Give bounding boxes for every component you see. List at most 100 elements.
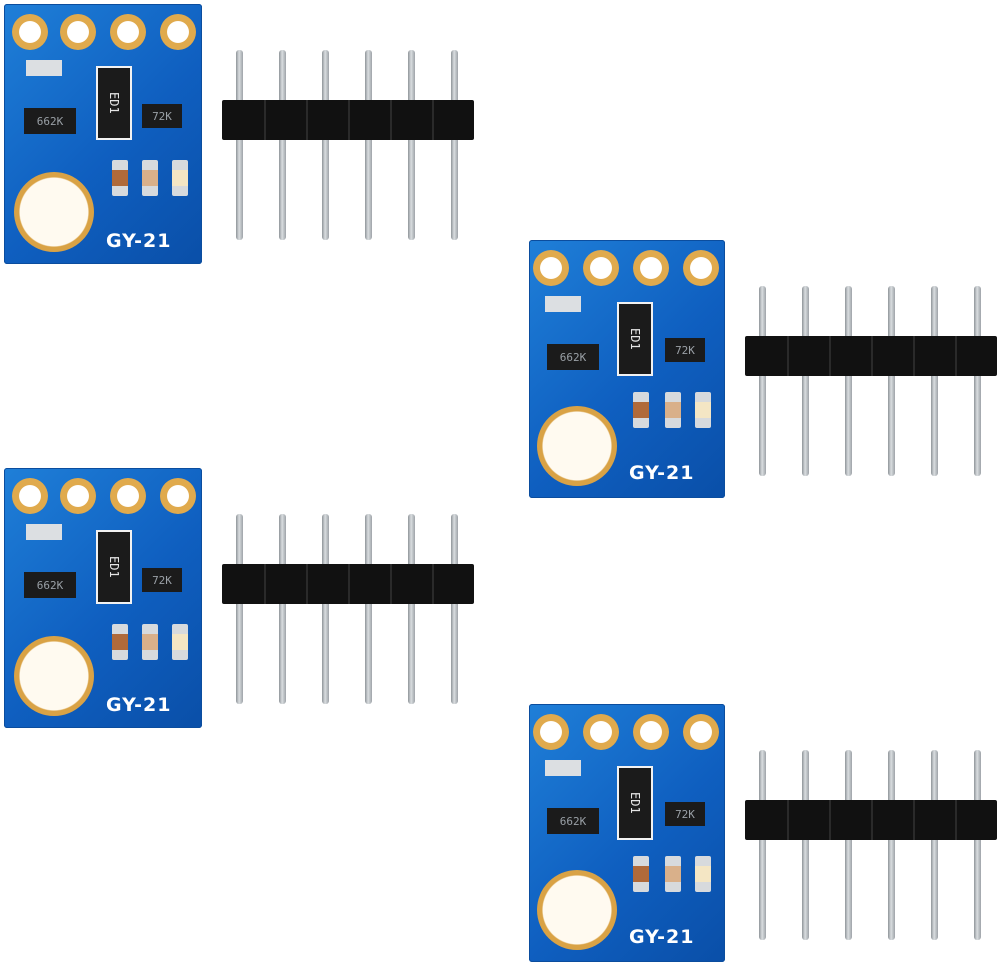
sensor-chip: ED1	[617, 766, 653, 840]
header-divider	[264, 100, 266, 140]
header-pin	[451, 514, 458, 704]
capacitor	[112, 160, 128, 196]
header-divider	[787, 800, 789, 840]
mosfet-chip: 72K	[142, 104, 182, 128]
header-pin	[322, 514, 329, 704]
header-divider	[787, 336, 789, 376]
solder-pad	[60, 14, 96, 50]
pin-header	[222, 50, 474, 240]
sensor-chip: ED1	[96, 530, 132, 604]
header-pin	[236, 514, 243, 704]
regulator-chip: 662K	[24, 572, 76, 598]
header-divider	[306, 100, 308, 140]
header-pin	[451, 50, 458, 240]
header-divider	[390, 100, 392, 140]
header-pin	[802, 750, 809, 940]
solder-pad	[683, 714, 719, 750]
chip-marking: 662K	[36, 114, 64, 128]
gy21-module-3: 662K ED1 72K GY-21	[4, 468, 474, 730]
solder-pad	[533, 714, 569, 750]
gy21-module-1: 662K ED1 72K GY-21	[4, 4, 474, 266]
header-pin	[845, 286, 852, 476]
pin-header	[222, 514, 474, 704]
header-divider	[913, 336, 915, 376]
header-divider	[955, 800, 957, 840]
solder-pad	[633, 250, 669, 286]
pcb-board: 662K ED1 72K GY-21	[4, 4, 202, 264]
header-pin	[759, 286, 766, 476]
chip-marking: ED1	[628, 792, 642, 814]
mounting-hole	[14, 636, 94, 716]
chip-marking: 72K	[152, 573, 172, 587]
header-divider	[390, 564, 392, 604]
chip-marking: 72K	[152, 109, 172, 123]
solder-pad	[60, 478, 96, 514]
header-divider	[432, 100, 434, 140]
header-pin	[365, 50, 372, 240]
header-pin	[279, 50, 286, 240]
header-pin	[888, 286, 895, 476]
header-pin	[974, 750, 981, 940]
solder-pad	[110, 14, 146, 50]
solder-pad	[12, 478, 48, 514]
resistor	[172, 160, 188, 196]
regulator-chip: 662K	[547, 344, 599, 370]
header-divider	[432, 564, 434, 604]
header-pin	[365, 514, 372, 704]
chip-marking: 72K	[675, 343, 695, 357]
chip-marking: 72K	[675, 807, 695, 821]
pcb-board: 662K ED1 72K GY-21	[4, 468, 202, 728]
chip-marking: 662K	[559, 350, 587, 364]
board-label: GY-21	[629, 926, 695, 948]
mounting-hole	[537, 406, 617, 486]
header-divider	[348, 100, 350, 140]
mosfet-chip: 72K	[665, 338, 705, 362]
solder-pad	[12, 14, 48, 50]
mosfet-chip: 72K	[665, 802, 705, 826]
board-label: GY-21	[629, 462, 695, 484]
board-label: GY-21	[106, 230, 172, 252]
header-pin	[759, 750, 766, 940]
chip-marking: ED1	[107, 556, 121, 578]
mounting-hole	[537, 870, 617, 950]
capacitor	[633, 856, 649, 892]
header-pin	[279, 514, 286, 704]
board-label: GY-21	[106, 694, 172, 716]
header-divider	[913, 800, 915, 840]
resistor	[142, 160, 158, 196]
smd-component	[545, 296, 581, 312]
solder-pad	[533, 250, 569, 286]
resistor	[695, 392, 711, 428]
chip-marking: ED1	[628, 328, 642, 350]
pcb-board: 662K ED1 72K GY-21	[529, 240, 725, 498]
header-pin	[322, 50, 329, 240]
solder-pad	[110, 478, 146, 514]
regulator-chip: 662K	[547, 808, 599, 834]
header-divider	[348, 564, 350, 604]
gy21-module-2: 662K ED1 72K GY-21	[529, 240, 999, 502]
resistor	[695, 856, 711, 892]
header-pin	[931, 286, 938, 476]
gy21-module-4: 662K ED1 72K GY-21	[529, 704, 999, 966]
pin-header	[745, 750, 997, 940]
header-divider	[955, 336, 957, 376]
smd-component	[26, 524, 62, 540]
chip-marking: 662K	[559, 814, 587, 828]
capacitor	[633, 392, 649, 428]
capacitor	[112, 624, 128, 660]
header-pin	[845, 750, 852, 940]
header-pin	[408, 514, 415, 704]
header-pin	[888, 750, 895, 940]
header-divider	[264, 564, 266, 604]
solder-pad	[160, 14, 196, 50]
smd-component	[545, 760, 581, 776]
mosfet-chip: 72K	[142, 568, 182, 592]
pcb-board: 662K ED1 72K GY-21	[529, 704, 725, 962]
header-divider	[829, 800, 831, 840]
regulator-chip: 662K	[24, 108, 76, 134]
solder-pad	[160, 478, 196, 514]
resistor	[172, 624, 188, 660]
header-divider	[306, 564, 308, 604]
solder-pad	[633, 714, 669, 750]
sensor-chip: ED1	[96, 66, 132, 140]
